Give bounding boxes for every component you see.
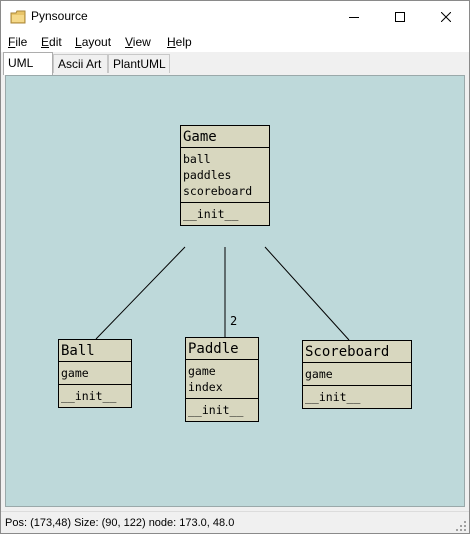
- class-ball[interactable]: Ball game __init__: [58, 339, 132, 408]
- attribute: index: [188, 380, 223, 394]
- menu-bar: File Edit Layout View Help: [1, 32, 469, 52]
- attribute: scoreboard: [183, 184, 253, 198]
- menu-edit[interactable]: Edit: [41, 35, 62, 49]
- close-button[interactable]: [423, 1, 469, 32]
- uml-canvas[interactable]: Game ball paddles scoreboard __init__ Ba…: [5, 75, 465, 507]
- menu-layout[interactable]: Layout: [75, 35, 112, 49]
- multiplicity-label: 2: [230, 314, 238, 328]
- class-paddle[interactable]: Paddle game index __init__: [185, 337, 259, 422]
- minimize-icon: [349, 16, 359, 18]
- method: __init__: [61, 389, 117, 403]
- maximize-icon: [395, 11, 405, 22]
- menu-file[interactable]: File: [8, 35, 28, 49]
- tab-plantuml[interactable]: PlantUML: [108, 54, 170, 73]
- edge-game-ball: [95, 246, 186, 340]
- class-name: Scoreboard: [303, 341, 411, 363]
- tab-ascii-art[interactable]: Ascii Art: [53, 54, 108, 73]
- method: __init__: [188, 403, 244, 417]
- menu-view[interactable]: View: [125, 35, 151, 49]
- close-icon: [441, 11, 451, 22]
- class-attributes: game: [303, 363, 411, 386]
- tab-strip: UML Ascii Art PlantUML: [1, 52, 469, 75]
- status-text: Pos: (173,48) Size: (90, 122) node: 173.…: [5, 517, 235, 529]
- status-bar: Pos: (173,48) Size: (90, 122) node: 173.…: [1, 511, 469, 533]
- attribute: ball: [183, 152, 211, 166]
- class-attributes: ball paddles scoreboard: [181, 148, 269, 203]
- class-game[interactable]: Game ball paddles scoreboard __init__: [180, 125, 270, 226]
- method: __init__: [183, 207, 239, 221]
- resize-grip-icon[interactable]: [455, 520, 467, 532]
- association-lines: [95, 246, 350, 341]
- menu-help[interactable]: Help: [167, 35, 192, 49]
- maximize-button[interactable]: [377, 1, 423, 32]
- attribute: game: [305, 367, 333, 381]
- folder-icon: [10, 10, 26, 24]
- attribute: game: [188, 364, 216, 378]
- class-methods: __init__: [186, 399, 258, 421]
- attribute: game: [61, 366, 89, 380]
- class-name: Ball: [59, 340, 131, 362]
- class-attributes: game: [59, 362, 131, 385]
- class-methods: __init__: [303, 386, 411, 408]
- class-methods: __init__: [59, 385, 131, 407]
- window-title: Pynsource: [31, 9, 88, 23]
- tab-uml[interactable]: UML: [3, 52, 53, 75]
- class-scoreboard[interactable]: Scoreboard game __init__: [302, 340, 412, 409]
- method: __init__: [305, 390, 361, 404]
- class-name: Paddle: [186, 338, 258, 360]
- class-name: Game: [181, 126, 269, 148]
- attribute: paddles: [183, 168, 232, 182]
- class-methods: __init__: [181, 203, 269, 225]
- class-attributes: game index: [186, 360, 258, 399]
- title-bar[interactable]: Pynsource: [1, 1, 469, 32]
- minimize-button[interactable]: [331, 1, 377, 32]
- edge-game-scoreboard: [264, 246, 350, 341]
